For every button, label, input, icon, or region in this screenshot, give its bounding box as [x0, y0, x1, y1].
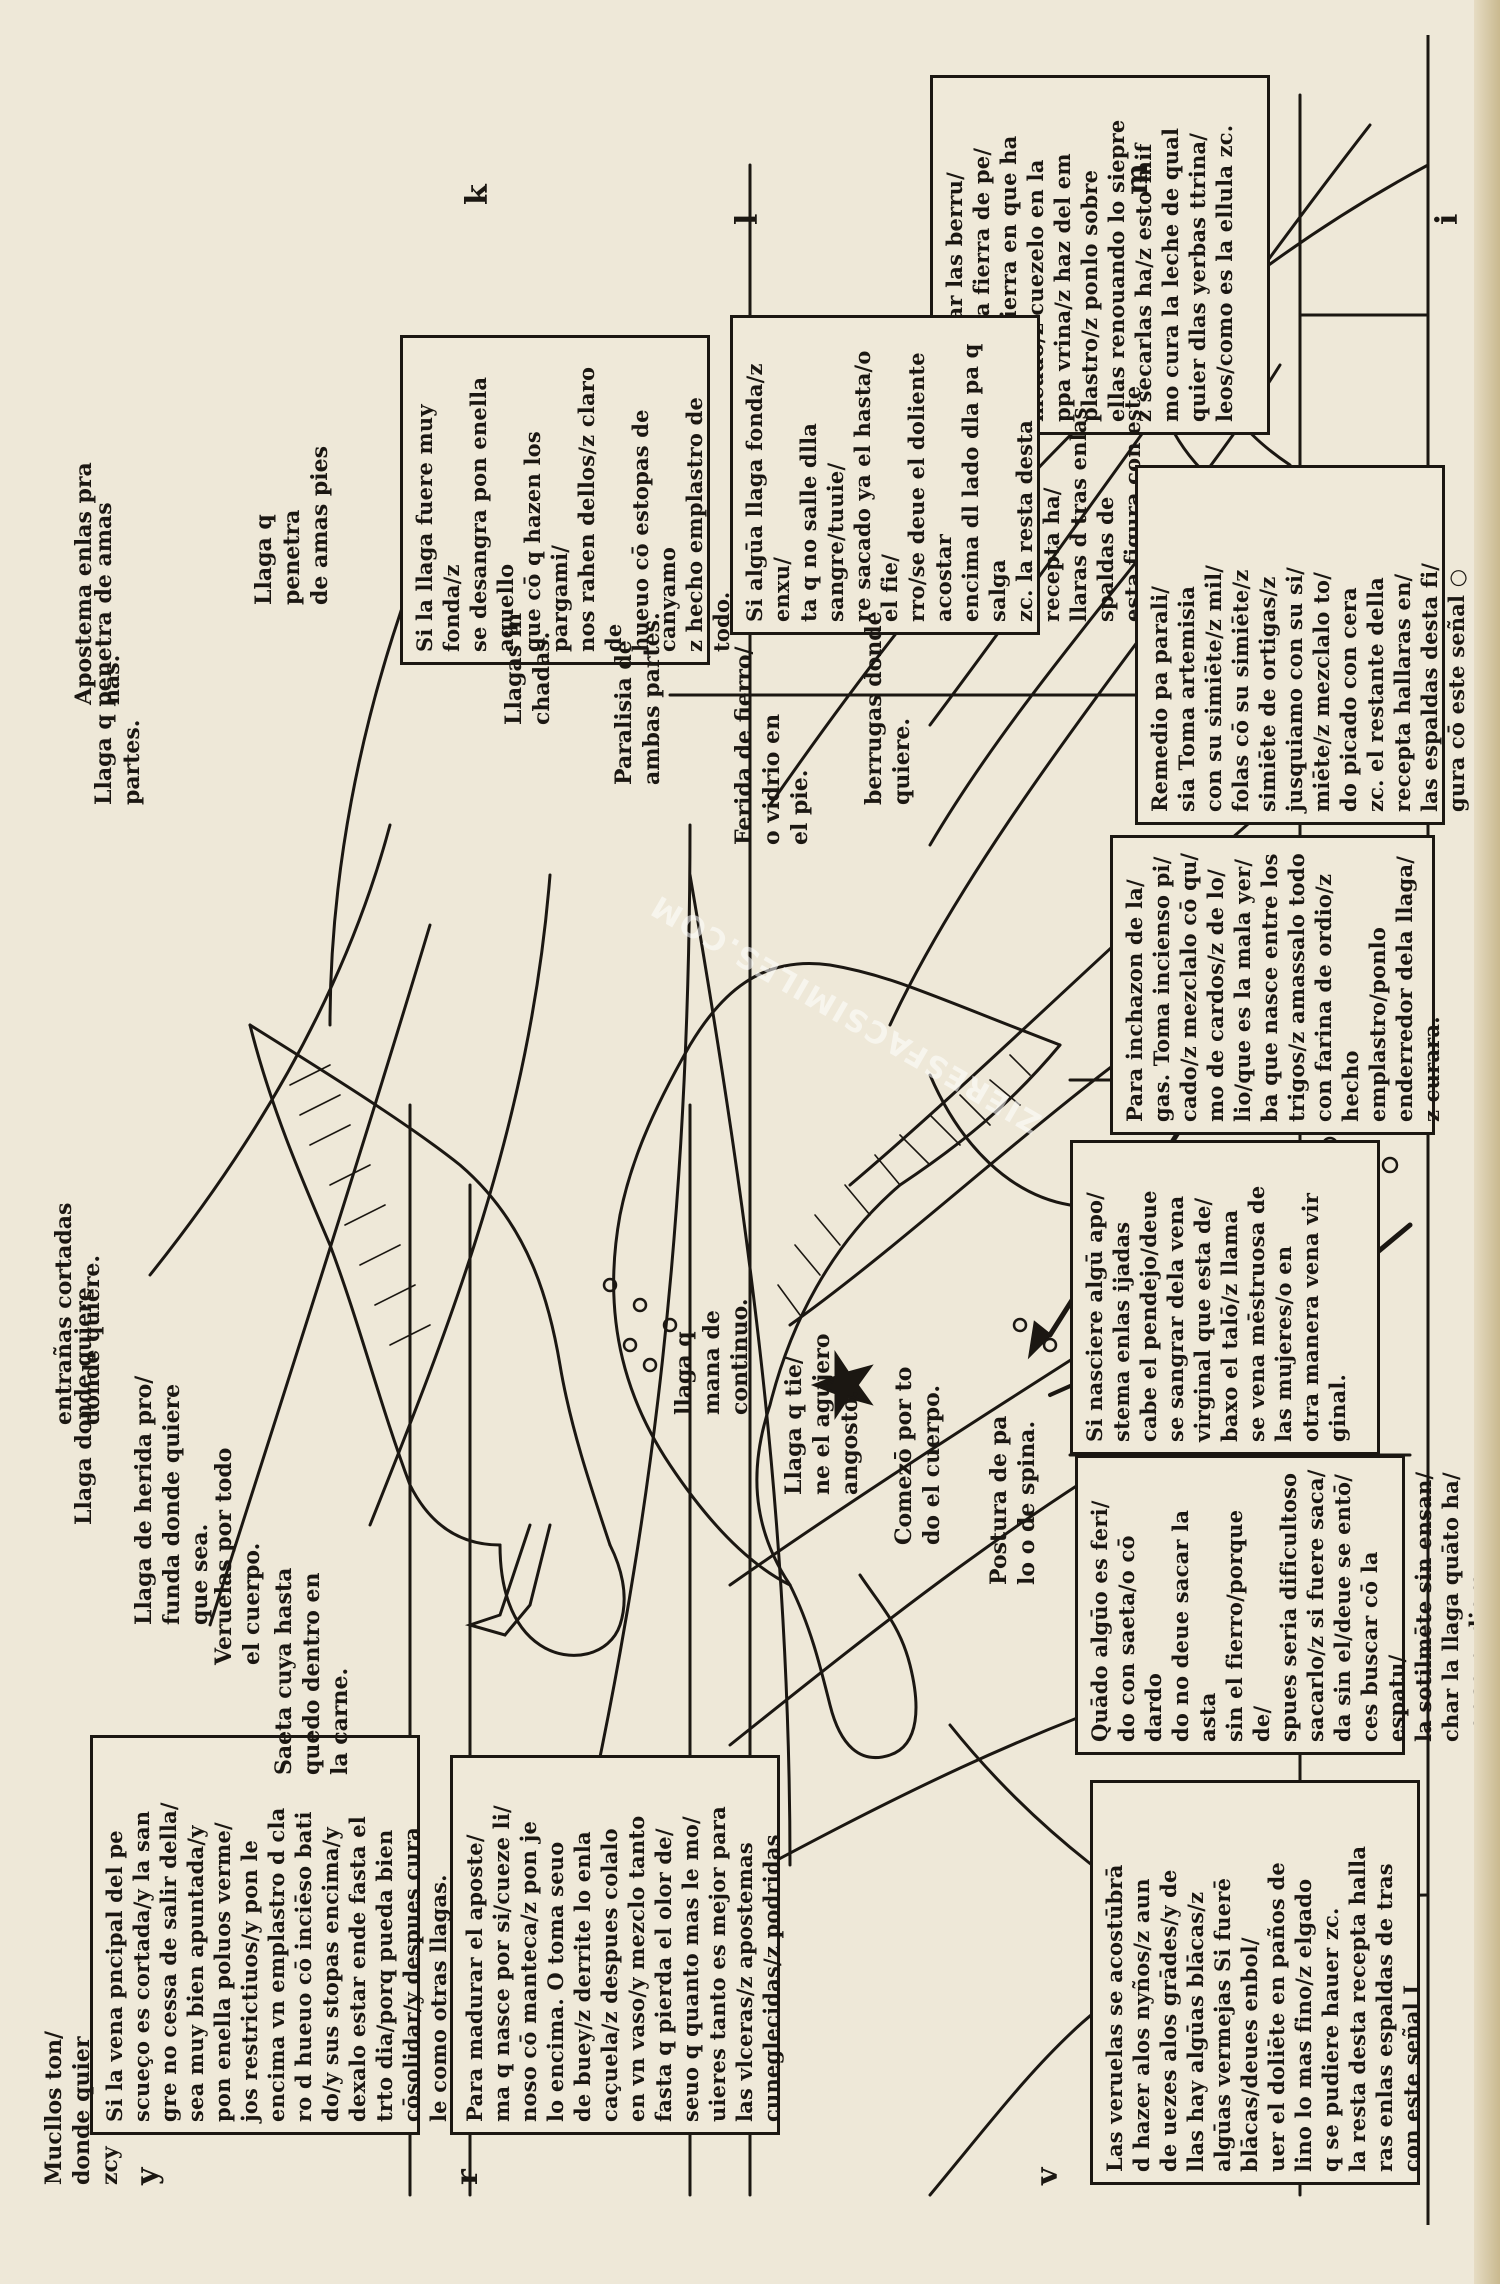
- margin-letter-l: l: [730, 213, 765, 225]
- margin-letter-k: k: [460, 184, 495, 205]
- guide-line: [328, 583, 412, 1027]
- label-berrugas: berrugas donde quiere.: [861, 611, 915, 805]
- text-box-heel-vein: Si nasciere algū apo/ stema enlas ijadas…: [1070, 1140, 1380, 1455]
- label-llaga-pies: Llaga q penetra de amas pies: [251, 446, 333, 605]
- page-spine-edge: [1474, 0, 1500, 2284]
- label-saeta: Saeta cuya hasta quedo dentro en la carn…: [271, 1567, 353, 1775]
- label-top-left-fragment: Mucllos ton/ donde quier zcy: [41, 2030, 123, 2185]
- text-box-abscess: Para madurar el aposte/ ma q nasce por s…: [450, 1755, 784, 2135]
- margin-letter-r: r: [450, 2169, 485, 2185]
- text-box-fonda-wound: Si algūa llaga fonda/z enxu/ ta q no sal…: [730, 315, 1172, 635]
- label-postura: Postura de pa lo o de spina.: [986, 1415, 1040, 1585]
- text-box-swelling: Para inchazon de la/ gas. Toma incienso …: [1110, 835, 1444, 1135]
- label-paralisia: Paralisia de ambas partes.: [611, 612, 665, 785]
- label-llaga-donde: Llaga donde quiere: [71, 1287, 97, 1525]
- guide-line: [368, 873, 552, 1527]
- text-deep-wound: Si la llaga fuere muy fonda/z se desangr…: [412, 366, 734, 652]
- text-paralysis: Remedio pa parali/ sia Toma artemisia co…: [1147, 562, 1469, 812]
- upper-leg-inner: [755, 1043, 1062, 1587]
- margin-letter-m: m: [1120, 163, 1155, 195]
- text-neck-vein: Si la vena pncipal del pe scueço es cort…: [102, 1802, 451, 2122]
- text-arrow: Quādo algūo es feri/ do con saeta/o cō d…: [1087, 1469, 1490, 1742]
- lower-arm-inner: [248, 1023, 502, 1547]
- label-llagas-inchadas: Llagas in chadas.: [501, 612, 555, 725]
- text-box-arrow: Quādo algūo es feri/ do con saeta/o cō d…: [1075, 1455, 1490, 1755]
- text-box-small-veins: Las veruelas se acostūbrā d hazer alos n…: [1090, 1780, 1424, 2185]
- weapon-handle: [464, 1523, 552, 1637]
- margin-letter-v: v: [1030, 2167, 1065, 2185]
- guide-line: [768, 163, 1430, 807]
- guide-line: [588, 823, 692, 1807]
- label-llaga-partes: Llaga q penetra de amas partes.: [91, 502, 145, 805]
- label-llaga-mana: llaga q mana de continuo.: [671, 1298, 753, 1415]
- fist: [498, 1543, 626, 1657]
- label-comezon: Comezō por to do el cuerpo.: [891, 1366, 945, 1545]
- guide-line: [888, 623, 1152, 1027]
- upper-leg-outline: [612, 962, 1062, 1587]
- guide-line: [148, 823, 392, 1277]
- label-veruelas: Veruelas por todo el cuerpo.: [211, 1447, 265, 1666]
- text-heel-vein: Si nasciere algū apo/ stema enlas ijadas…: [1082, 1185, 1350, 1442]
- star-wound: [810, 1350, 874, 1420]
- text-box-neck-vein: Si la vena pncipal del pe scueço es cort…: [90, 1735, 451, 2135]
- text-box-paralysis: Remedio pa parali/ sia Toma artemisia co…: [1135, 465, 1469, 825]
- margin-letter-i: i: [1430, 213, 1465, 225]
- label-ferida-fierro: Ferida de fierro/ o vidrio en el pie.: [731, 646, 813, 845]
- woodcut-sheet: Para curar las berru/ gas. Toma fierra d…: [30, 35, 1490, 2225]
- text-fonda-wound: Si algūa llaga fonda/z enxu/ ta q no sal…: [742, 343, 1172, 622]
- guide-line: [208, 923, 432, 1627]
- guide-line: [688, 873, 792, 1867]
- label-llaga-agujero: Llaga q tie/ ne el agujero angosto.: [781, 1333, 863, 1495]
- margin-letter-y: y: [130, 2167, 165, 2185]
- text-abscess: Para madurar el aposte/ ma q nasce por s…: [462, 1805, 784, 2122]
- text-swelling: Para inchazon de la/ gas. Toma incienso …: [1122, 852, 1444, 1122]
- spear-tip: [1027, 1320, 1053, 1360]
- label-llaga-herida: Llaga de herida pro/ funda donde quiere …: [131, 1375, 213, 1625]
- text-small-veins: Las veruelas se acostūbrā d hazer alos n…: [1102, 1845, 1424, 2172]
- upper-foot: [788, 1573, 918, 1760]
- lower-arm-outline: [248, 1023, 612, 1547]
